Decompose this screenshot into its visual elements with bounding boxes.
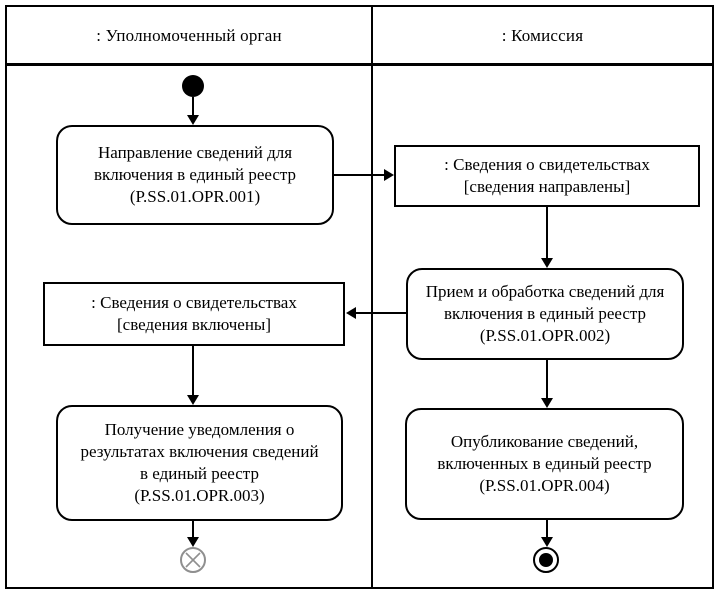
lane-title-commission: : Комиссия [501, 26, 584, 45]
object-node-info-included: : Сведения о свидетельствах [сведения вк… [43, 282, 345, 346]
activity-opr002: Прием и обработка сведений для включения… [406, 268, 684, 360]
flow-line-opr002-to-object-included [355, 312, 406, 314]
activity-opr004-code: (P.SS.01.OPR.004) [479, 476, 610, 495]
arrowhead-opr004-to-final [541, 537, 553, 547]
activity-opr003: Получение уведомления о результатах вклю… [56, 405, 343, 521]
flow-line-object-sent-to-opr002 [546, 207, 548, 259]
header-separator [5, 63, 714, 66]
activity-opr002-line: Прием и обработка сведений для [425, 282, 665, 301]
flow-final-node [180, 547, 206, 573]
arrowhead-opr002-to-object-included [346, 307, 356, 319]
object-node-info-sent-state: [сведения направлены] [463, 177, 631, 196]
swimlane-divider [371, 5, 373, 589]
activity-opr001-line: Направление сведений для [97, 143, 293, 162]
activity-opr002-code: (P.SS.01.OPR.002) [479, 326, 611, 345]
activity-opr004-line: включенных в единый реестр [437, 454, 652, 473]
arrowhead-object-sent-to-opr002 [541, 258, 553, 268]
activity-opr002-line: включения в единый реестр [443, 304, 647, 323]
activity-opr003-code: (P.SS.01.OPR.003) [134, 486, 265, 505]
object-node-info-included-state: [сведения включены] [116, 315, 271, 334]
flow-line-opr001-to-object-sent [334, 174, 386, 176]
activity-opr004: Опубликование сведений, включенных в еди… [405, 408, 684, 520]
object-node-info-sent: : Сведения о свидетельствах [сведения на… [394, 145, 700, 207]
object-node-info-sent-line: : Сведения о свидетельствах [444, 155, 650, 174]
flow-line-opr004-to-final [546, 520, 548, 539]
activity-opr001-line: включения в единый реестр [93, 165, 297, 184]
diagram-frame [5, 5, 714, 589]
activity-final-node [533, 547, 559, 573]
arrowhead-opr003-to-flow-final [187, 537, 199, 547]
x-mark-icon [185, 552, 201, 568]
lane-title-authorized-body: : Уполномоченный орган [96, 26, 282, 45]
activity-opr001-code: (P.SS.01.OPR.001) [129, 187, 261, 206]
arrowhead-start-to-opr001 [187, 115, 199, 125]
flow-line-opr003-to-flow-final [192, 521, 194, 539]
object-node-info-included-line: : Сведения о свидетельствах [91, 293, 297, 312]
activity-opr003-line: в единый реестр [140, 464, 259, 483]
flow-line-start-to-opr001 [192, 97, 194, 117]
arrowhead-object-included-to-opr003 [187, 395, 199, 405]
initial-node [182, 75, 204, 97]
arrowhead-opr002-to-opr004 [541, 398, 553, 408]
activity-final-dot [539, 553, 553, 567]
flow-line-object-included-to-opr003 [192, 346, 194, 396]
activity-opr003-line: результатах включения сведений [80, 442, 319, 461]
arrowhead-opr001-to-object-sent [384, 169, 394, 181]
flow-line-opr002-to-opr004 [546, 360, 548, 399]
activity-opr004-line: Опубликование сведений, [450, 432, 639, 451]
activity-opr001: Направление сведений для включения в еди… [56, 125, 334, 225]
activity-opr003-line: Получение уведомления о [104, 420, 295, 439]
